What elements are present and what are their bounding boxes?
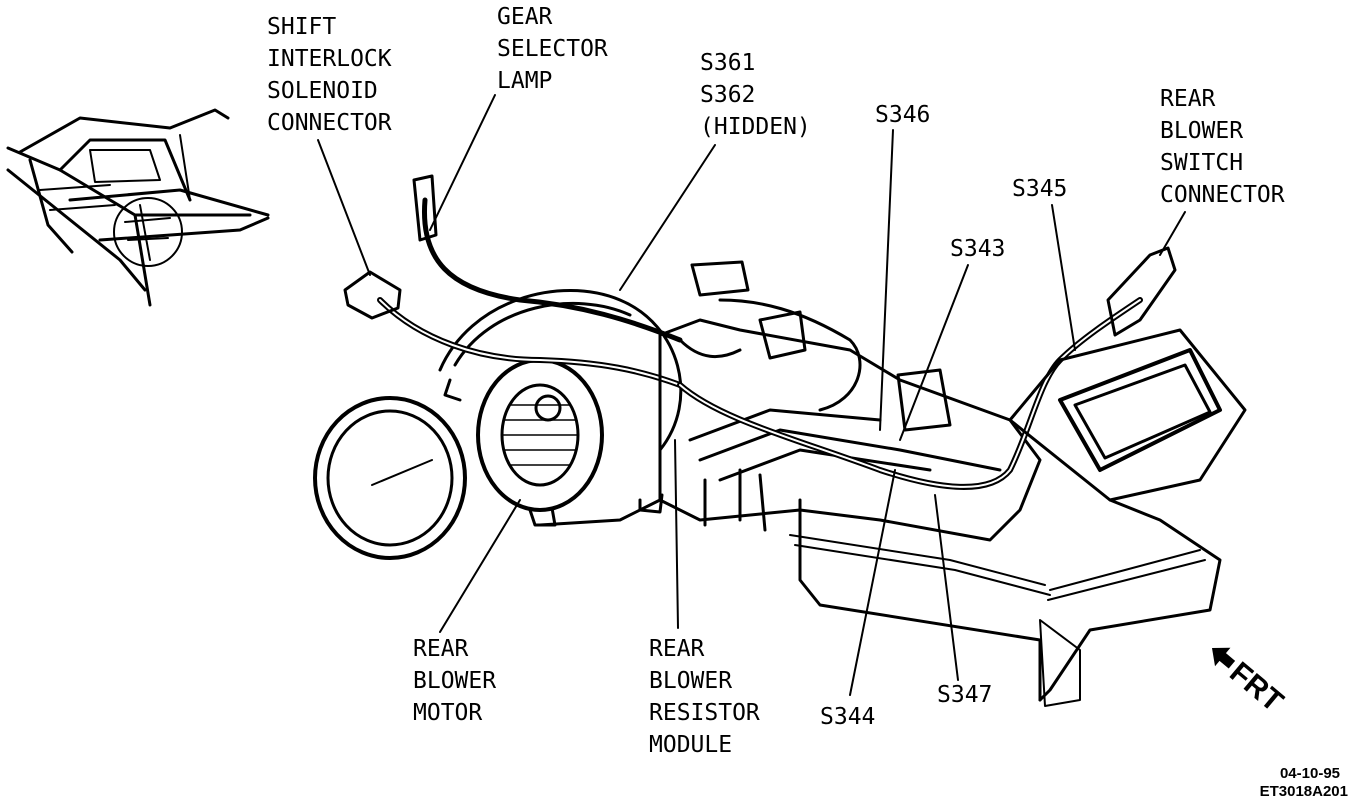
rear-blower-switch-connector-shape xyxy=(1106,246,1177,337)
figure-date-code: 04-10-95 xyxy=(1280,765,1340,782)
blower-outlet-ring xyxy=(313,396,467,560)
figure-id-code: ET3018A201 xyxy=(1260,783,1348,800)
leader-s343 xyxy=(899,264,969,441)
callout-rear-blower-resistor-module: REAR BLOWER RESISTOR MODULE xyxy=(649,636,774,758)
front-direction-marker: FRT xyxy=(1212,647,1289,719)
gear-selector-lamp-shape xyxy=(412,174,438,242)
frt-label: FRT xyxy=(1223,656,1289,719)
callout-gear-selector-lamp: GEAR SELECTOR LAMP xyxy=(497,4,622,94)
callout-s347: S347 xyxy=(937,682,992,708)
rear-blower-assembly xyxy=(313,174,1247,707)
leader-gear-selector xyxy=(429,94,496,231)
callout-shift-interlock-solenoid-connector: SHIFT INTERLOCK SOLENOID CONNECTOR xyxy=(267,14,405,136)
leader-s346 xyxy=(879,129,894,431)
leader-rear-blower-switch xyxy=(1159,211,1186,256)
front-arrow-icon xyxy=(1212,647,1236,669)
callout-s344: S344 xyxy=(820,704,875,730)
leader-shift-interlock xyxy=(317,139,371,276)
leader-s345 xyxy=(1051,204,1076,351)
callout-s346: S346 xyxy=(875,102,930,128)
shift-interlock-connector-shape xyxy=(343,270,402,320)
callout-s343: S343 xyxy=(950,236,1005,262)
leader-blower-motor xyxy=(439,499,521,633)
callout-s361-s362-hidden: S361 S362 (HIDDEN) xyxy=(700,50,811,140)
vehicle-locator-inset xyxy=(6,108,270,307)
leader-s344 xyxy=(849,469,896,696)
callout-s345: S345 xyxy=(1012,176,1067,202)
rear-outlet-grille xyxy=(1058,348,1222,472)
callout-rear-blower-motor: REAR BLOWER MOTOR xyxy=(413,636,510,726)
leader-lines xyxy=(317,94,1186,696)
leader-s347 xyxy=(934,494,959,681)
callout-rear-blower-switch-connector: REAR BLOWER SWITCH CONNECTOR xyxy=(1160,86,1285,208)
leader-resistor xyxy=(674,439,679,629)
leader-s361 xyxy=(619,144,716,291)
